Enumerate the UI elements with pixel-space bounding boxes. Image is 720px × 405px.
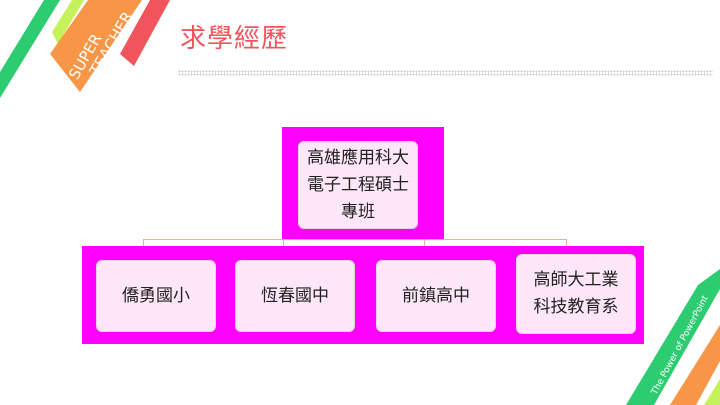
- decor-stripes-top-left: [0, 0, 170, 98]
- org-node-child-2: 恆春國中: [221, 246, 363, 344]
- title-divider: [178, 70, 713, 76]
- node-box: 前鎮高中: [376, 260, 496, 332]
- connector-child-4: [566, 239, 567, 247]
- red-stripe: [120, 0, 170, 66]
- lime-stripe: [704, 379, 720, 405]
- orange-stripe: [670, 325, 720, 405]
- connector-horizontal: [143, 239, 567, 240]
- org-node-root: 高雄應用科大 電子工程碩士 專班: [282, 127, 444, 239]
- node-label-line-1: 前鎮高中: [402, 285, 470, 306]
- node-label-line-1: 恆春國中: [261, 285, 329, 306]
- node-box: 恆春國中: [235, 260, 355, 332]
- org-node-child-4: 高師大工業 科技教育系: [502, 246, 644, 344]
- green-stripe: [626, 269, 720, 405]
- org-node-child-3: 前鎮高中: [362, 246, 504, 344]
- node-label-line-2: 科技教育系: [533, 297, 619, 317]
- orange-badge-shape: [50, 0, 142, 92]
- node-label-line-1: 高師大工業: [533, 270, 619, 290]
- node-box: 僑勇國小: [96, 260, 216, 332]
- connector-child-2: [283, 239, 284, 247]
- connector-child-3: [424, 239, 425, 247]
- org-node-child-1: 僑勇國小: [82, 246, 224, 344]
- green-stripe: [0, 0, 60, 98]
- node-label-line-1: 僑勇國小: [122, 285, 190, 306]
- node-label-line-3: 專班: [341, 201, 375, 222]
- page-title: 求學經歷: [180, 24, 289, 54]
- decor-stripes-bottom-right: [626, 269, 720, 405]
- node-label-line-1: 高雄應用科大: [307, 147, 409, 168]
- node-box: 高雄應用科大 電子工程碩士 專班: [298, 141, 418, 229]
- connector-child-1: [143, 239, 144, 247]
- node-box: 高師大工業 科技教育系: [516, 254, 636, 334]
- node-label-line-2: 電子工程碩士: [307, 174, 409, 195]
- lime-stripe: [52, 0, 84, 44]
